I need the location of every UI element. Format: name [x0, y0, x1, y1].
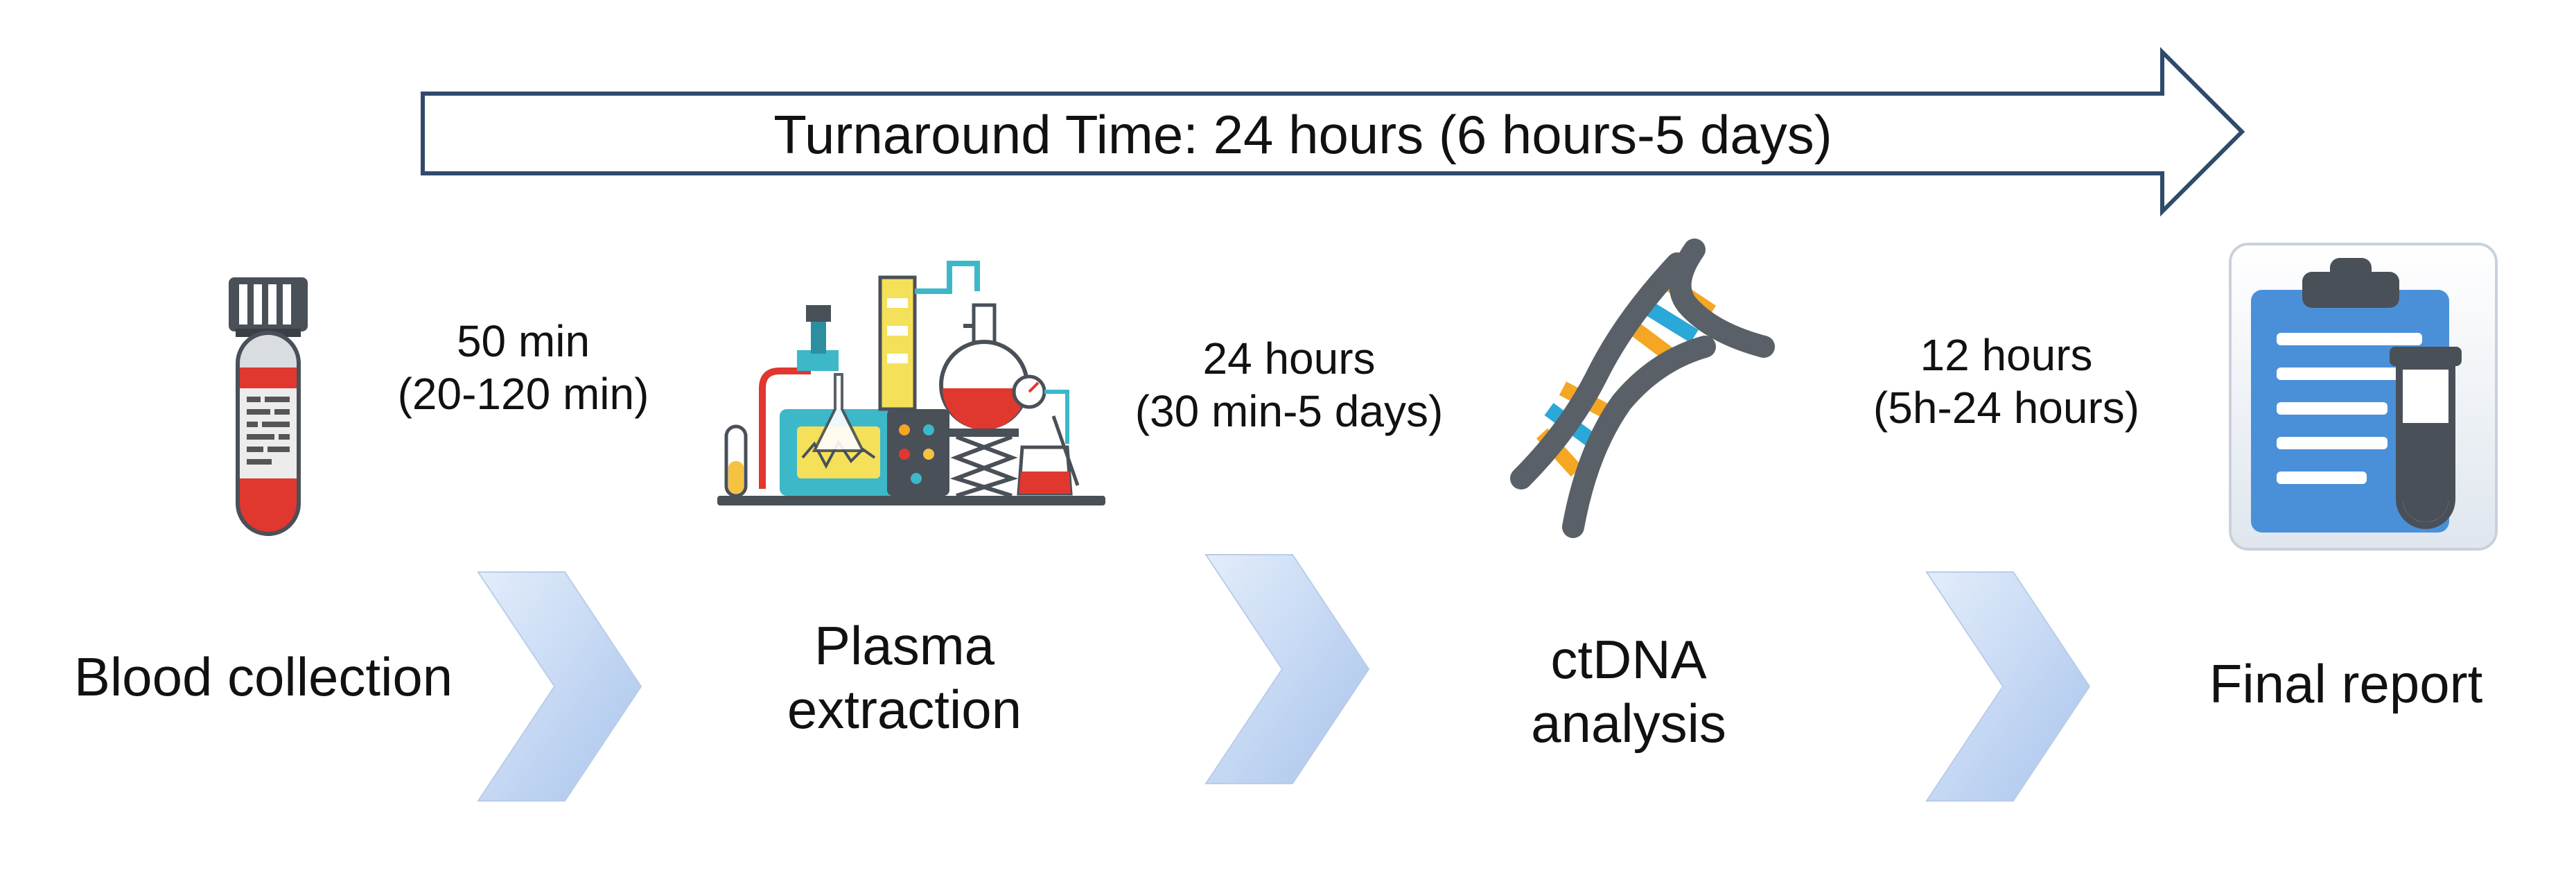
chevron-arrow-3 — [1925, 571, 2091, 802]
duration-label-1: 50 min (20-120 min) — [315, 315, 731, 420]
duration-label-2: 24 hours (30 min-5 days) — [1081, 333, 1497, 438]
turnaround-arrow — [421, 46, 2245, 217]
lab-equipment-icon — [717, 261, 1105, 505]
turnaround-label: Turnaround Time: 24 hours (6 hours-5 day… — [773, 104, 1832, 165]
step-ctdna-analysis: ctDNA analysis — [1386, 628, 1871, 755]
step-plasma-line1: Plasma — [814, 615, 995, 676]
step-ctdna-line2: analysis — [1531, 693, 1726, 754]
duration-label-3: 12 hours (5h-24 hours) — [1798, 329, 2214, 434]
step-plasma-line2: extraction — [787, 679, 1022, 741]
chevron-arrow-1 — [477, 571, 642, 802]
duration-2-main: 24 hours — [1202, 334, 1376, 383]
clipboard-report-icon — [2229, 243, 2498, 551]
duration-3-range: (5h-24 hours) — [1873, 382, 2140, 433]
step-ctdna-line1: ctDNA — [1550, 629, 1707, 690]
chevron-arrow-2 — [1204, 554, 1370, 784]
step-blood-collection: Blood collection — [73, 646, 453, 707]
duration-2-range: (30 min-5 days) — [1134, 386, 1444, 436]
step-final-report: Final report — [2209, 653, 2483, 714]
step-plasma-extraction: Plasma extraction — [662, 614, 1147, 741]
duration-1-range: (20-120 min) — [397, 368, 649, 419]
dna-helix-icon — [1510, 239, 1775, 538]
duration-3-main: 12 hours — [1920, 330, 2093, 380]
blood-tube-icon — [229, 277, 308, 536]
duration-1-main: 50 min — [456, 316, 590, 366]
